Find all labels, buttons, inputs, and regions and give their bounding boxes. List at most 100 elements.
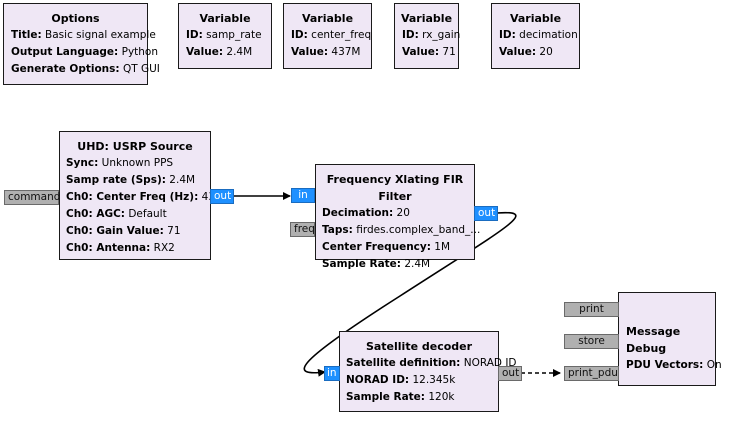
satdec-in-port[interactable]: in <box>324 366 340 381</box>
param-key: Output Language: <box>11 46 119 58</box>
param-key: Ch0: Gain Value: <box>66 225 164 237</box>
param-row: Output Language: Python <box>11 44 158 61</box>
param-key: Center Frequency: <box>322 241 431 253</box>
param-value: 120k <box>428 391 455 403</box>
param-key: Taps: <box>322 224 353 236</box>
param-value: 20 <box>396 207 410 219</box>
param-value: 12.345k <box>412 374 456 386</box>
xlating-freq-port[interactable]: freq <box>290 222 315 237</box>
param-key: Value: <box>499 46 537 58</box>
param-row: Value: 437M <box>291 44 371 61</box>
param-row: Sample Rate: 120k <box>346 389 498 406</box>
param-row: ID: center_freq <box>291 27 371 44</box>
param-key: Sample Rate: <box>322 258 401 270</box>
freq-xlating-fir-filter-block[interactable]: Frequency Xlating FIR Filter Decimation:… <box>315 164 480 270</box>
param-row: Ch0: AGC: Default <box>66 206 210 223</box>
param-value: 2.4M <box>404 258 431 270</box>
block-title: Variable <box>509 12 562 25</box>
param-key: Samp rate (Sps): <box>66 174 166 186</box>
param-key: Generate Options: <box>11 63 120 75</box>
message-debug-block[interactable]: Message Debug PDU Vectors: On <box>618 292 722 386</box>
param-row: Samp rate (Sps): 2.4M <box>66 172 210 189</box>
param-row: Sync: Unknown PPS <box>66 155 210 172</box>
usrp-command-port[interactable]: command <box>4 190 60 205</box>
param-value: 2.4M <box>226 46 253 58</box>
param-value: center_freq <box>311 29 372 41</box>
block-title: Frequency Xlating FIR Filter <box>326 173 464 203</box>
param-row: Taps: firdes.complex_band_... <box>322 222 480 239</box>
block-title: Satellite decoder <box>365 340 473 353</box>
xlating-in-port[interactable]: in <box>291 188 315 203</box>
param-value: samp_rate <box>206 29 262 41</box>
param-key: Satellite definition: <box>346 357 461 369</box>
param-row: ID: rx_gain <box>402 27 461 44</box>
param-row: NORAD ID: 12.345k <box>346 372 498 389</box>
xlating-out-port[interactable]: out <box>474 206 498 221</box>
block-title: Variable <box>400 12 453 25</box>
param-value: 20 <box>539 46 553 58</box>
param-value: RX2 <box>153 242 175 254</box>
msgdebug-print-port[interactable]: print <box>564 302 619 317</box>
param-row: Ch0: Antenna: RX2 <box>66 240 210 257</box>
param-value: QT GUI <box>122 63 160 75</box>
param-row: Sample Rate: 2.4M <box>322 256 474 273</box>
param-key: ID: <box>186 29 203 41</box>
param-value: Unknown PPS <box>101 157 174 169</box>
param-row: Ch0: Gain Value: 71 <box>66 223 210 240</box>
param-key: Ch0: AGC: <box>66 208 125 220</box>
param-row: Value: 2.4M <box>186 44 271 61</box>
param-value: On <box>706 359 722 371</box>
param-key: PDU Vectors: <box>626 359 704 371</box>
param-row: Title: Basic signal example <box>11 27 156 44</box>
usrp-out-port[interactable]: out <box>210 189 234 204</box>
param-row: Center Frequency: 1M <box>322 239 474 256</box>
param-key: Ch0: Antenna: <box>66 242 151 254</box>
param-value: 1M <box>434 241 451 253</box>
param-row: Ch0: Center Freq (Hz): 437M <box>66 189 231 206</box>
param-key: Decimation: <box>322 207 394 219</box>
variable-block-decimation[interactable]: Variable ID: decimation Value: 20 <box>491 3 580 69</box>
param-key: Value: <box>291 46 329 58</box>
param-key: Sync: <box>66 157 99 169</box>
msgdebug-print-pdu-port[interactable]: print_pdu <box>564 366 619 381</box>
param-key: Value: <box>186 46 224 58</box>
param-value: 71 <box>442 46 456 58</box>
param-value: Basic signal example <box>45 29 156 41</box>
param-key: ID: <box>499 29 516 41</box>
connection-xlating-to-satdec[interactable] <box>303 211 517 377</box>
usrp-source-block[interactable]: UHD: USRP Source Sync: Unknown PPS Samp … <box>59 131 231 260</box>
param-row: ID: samp_rate <box>186 27 271 44</box>
param-key: Value: <box>402 46 440 58</box>
param-value: firdes.complex_band_... <box>356 224 481 236</box>
variable-block-center-freq[interactable]: Variable ID: center_freq Value: 437M <box>283 3 372 69</box>
param-row: Generate Options: QT GUI <box>11 61 160 78</box>
param-value: 71 <box>167 225 181 237</box>
param-key: ID: <box>402 29 419 41</box>
block-title: UHD: USRP Source <box>77 140 193 153</box>
satdec-out-port[interactable]: out <box>498 366 522 381</box>
param-key: ID: <box>291 29 308 41</box>
block-title: Variable <box>199 12 251 25</box>
param-value: decimation <box>519 29 578 41</box>
options-block[interactable]: Options Title: Basic signal example Outp… <box>3 3 160 85</box>
param-row: Decimation: 20 <box>322 205 474 222</box>
block-title: Message Debug <box>626 325 681 355</box>
param-row: PDU Vectors: On <box>626 357 722 374</box>
param-value: Default <box>128 208 167 220</box>
msgdebug-store-port[interactable]: store <box>564 334 619 349</box>
param-value: 437M <box>331 46 361 58</box>
param-key: NORAD ID: <box>346 374 410 386</box>
param-value: rx_gain <box>422 29 461 41</box>
block-title: Variable <box>301 12 354 25</box>
variable-block-rx-gain[interactable]: Variable ID: rx_gain Value: 71 <box>394 3 461 69</box>
param-row: Value: 71 <box>402 44 458 61</box>
param-key: Sample Rate: <box>346 391 425 403</box>
param-key: Title: <box>11 29 42 41</box>
block-title: Options <box>51 12 100 25</box>
param-row: Satellite definition: NORAD ID <box>346 355 517 372</box>
variable-block-samp-rate[interactable]: Variable ID: samp_rate Value: 2.4M <box>178 3 272 69</box>
param-value: Python <box>121 46 159 58</box>
satellite-decoder-block[interactable]: Satellite decoder Satellite definition: … <box>339 331 517 412</box>
param-row: ID: decimation <box>499 27 579 44</box>
